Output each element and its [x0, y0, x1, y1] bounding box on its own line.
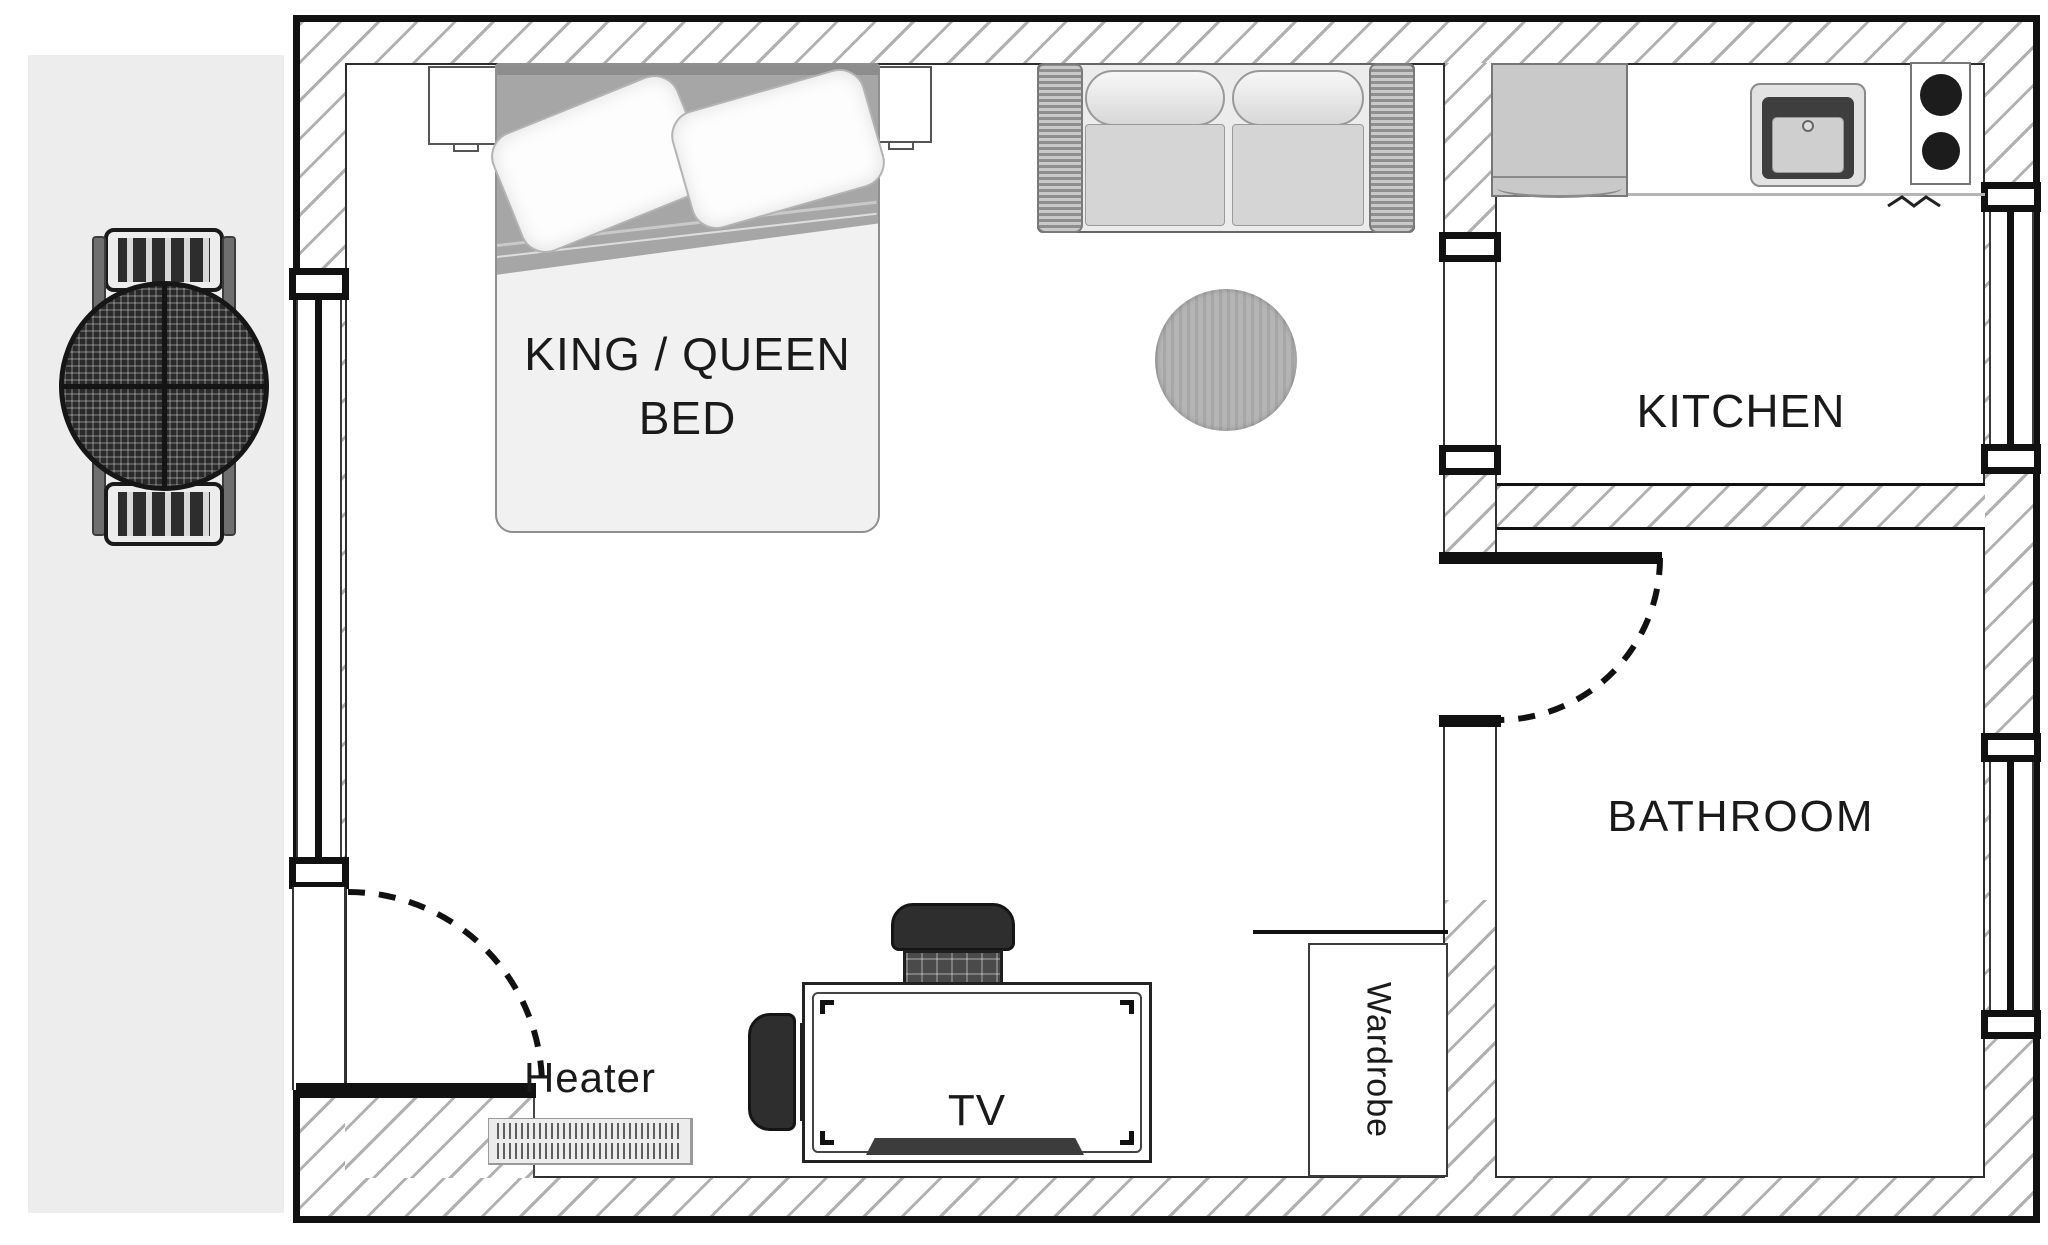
door-jamb [1439, 715, 1501, 727]
sofa-seat-cushion-icon [1085, 124, 1225, 226]
window-edge [296, 298, 298, 859]
heater-fins [497, 1143, 682, 1159]
bathroom-label: BATHROOM [1607, 792, 1875, 841]
nightstand-handle-icon [453, 143, 479, 152]
tv-icon [866, 1138, 1084, 1155]
window-cap [289, 857, 349, 889]
window-cap [1981, 444, 2041, 474]
kitchen-counter-edge [1628, 193, 1985, 196]
sofa-back-cushion-icon [1085, 70, 1225, 126]
interior-wall [1443, 727, 1497, 900]
heater-grille-icon [488, 1118, 693, 1165]
bed-label: KING / QUEEN BED [495, 322, 880, 450]
chair-back-icon [891, 903, 1015, 951]
tv-label: TV [947, 1086, 1007, 1135]
window-cap [1981, 182, 2041, 212]
nightstand-handle-icon [888, 141, 914, 150]
outdoor-chair-bottom-icon [104, 482, 224, 546]
wall-cap-symbol [1439, 232, 1501, 262]
table-corner-bracket [1120, 1131, 1134, 1145]
wardrobe-niche-wall [1253, 930, 1448, 934]
round-rug-icon [1155, 289, 1297, 431]
window-edge [1989, 210, 1991, 446]
nightstand-right-icon [873, 66, 932, 143]
window-edge [2032, 760, 2034, 1012]
wall-cap-symbol [1439, 445, 1501, 475]
sofa-armrest-icon [1037, 63, 1083, 233]
heater-fins [497, 1123, 682, 1139]
window-glazing [315, 300, 322, 857]
bed-label-line2: BED [638, 392, 737, 444]
window-cap [1981, 1010, 2041, 1039]
interior-wall [1443, 475, 1497, 552]
faucet-icon [1802, 120, 1814, 132]
table-corner-bracket [820, 1131, 834, 1145]
interior-wall [1443, 63, 1497, 232]
wardrobe-label: Wardrobe [1359, 981, 1398, 1139]
tv-table-icon [802, 982, 1152, 1163]
table-corner-bracket [1120, 1000, 1134, 1014]
interior-wall [1443, 900, 1497, 1178]
wardrobe-icon [1308, 943, 1448, 1177]
nightstand-left-icon [428, 66, 502, 145]
bed-label-line1: KING / QUEEN [524, 328, 851, 380]
fridge-door-arc [1497, 178, 1622, 198]
stove-burner-icon [1920, 74, 1962, 116]
fridge-front-line [1493, 176, 1626, 178]
outdoor-table-cross-icon [162, 284, 167, 488]
window-cap [289, 268, 349, 300]
chair-back-icon [748, 1013, 796, 1131]
kitchen-bathroom-divider-wall [1497, 483, 1985, 530]
bed-headboard-icon [497, 65, 878, 75]
window-cap [1981, 733, 2041, 762]
window-glazing [2007, 212, 2014, 444]
table-corner-bracket [820, 1000, 834, 1014]
window-edge [1989, 760, 1991, 1012]
entry-door-opening [292, 887, 346, 1090]
sofa-back-cushion-icon [1232, 70, 1364, 126]
interior-wall [1443, 262, 1497, 445]
window-glazing [2007, 762, 2014, 1010]
window-edge [340, 298, 342, 859]
kitchen-label: KITCHEN [1636, 385, 1846, 437]
stove-burner-icon [1922, 132, 1960, 170]
heater-label: Heater [523, 1054, 657, 1101]
sofa-armrest-icon [1369, 63, 1415, 233]
entry-door-leaf [296, 1083, 536, 1098]
door-jamb [1439, 552, 1501, 564]
bathroom-door-leaf [1497, 552, 1662, 564]
window-edge [2032, 210, 2034, 446]
sofa-seat-cushion-icon [1232, 124, 1364, 226]
